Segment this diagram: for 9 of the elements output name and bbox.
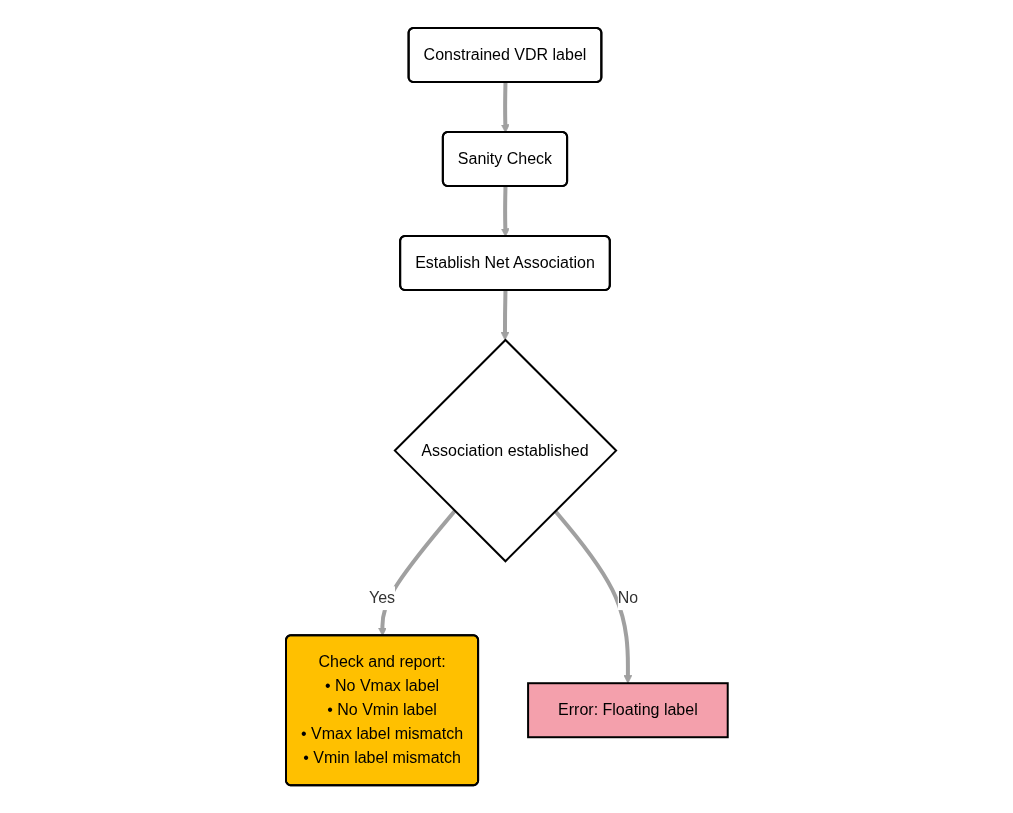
arrow: [500, 82, 510, 133]
edge-label: Yes: [368, 589, 395, 607]
edge-label: No: [617, 589, 638, 607]
arrow: [377, 509, 456, 636]
node-box: Error: Floating label: [526, 682, 729, 739]
arrow: [500, 290, 509, 341]
arrow: [500, 186, 510, 237]
node-diamond: Association established: [393, 338, 618, 563]
arrow: [553, 509, 632, 684]
